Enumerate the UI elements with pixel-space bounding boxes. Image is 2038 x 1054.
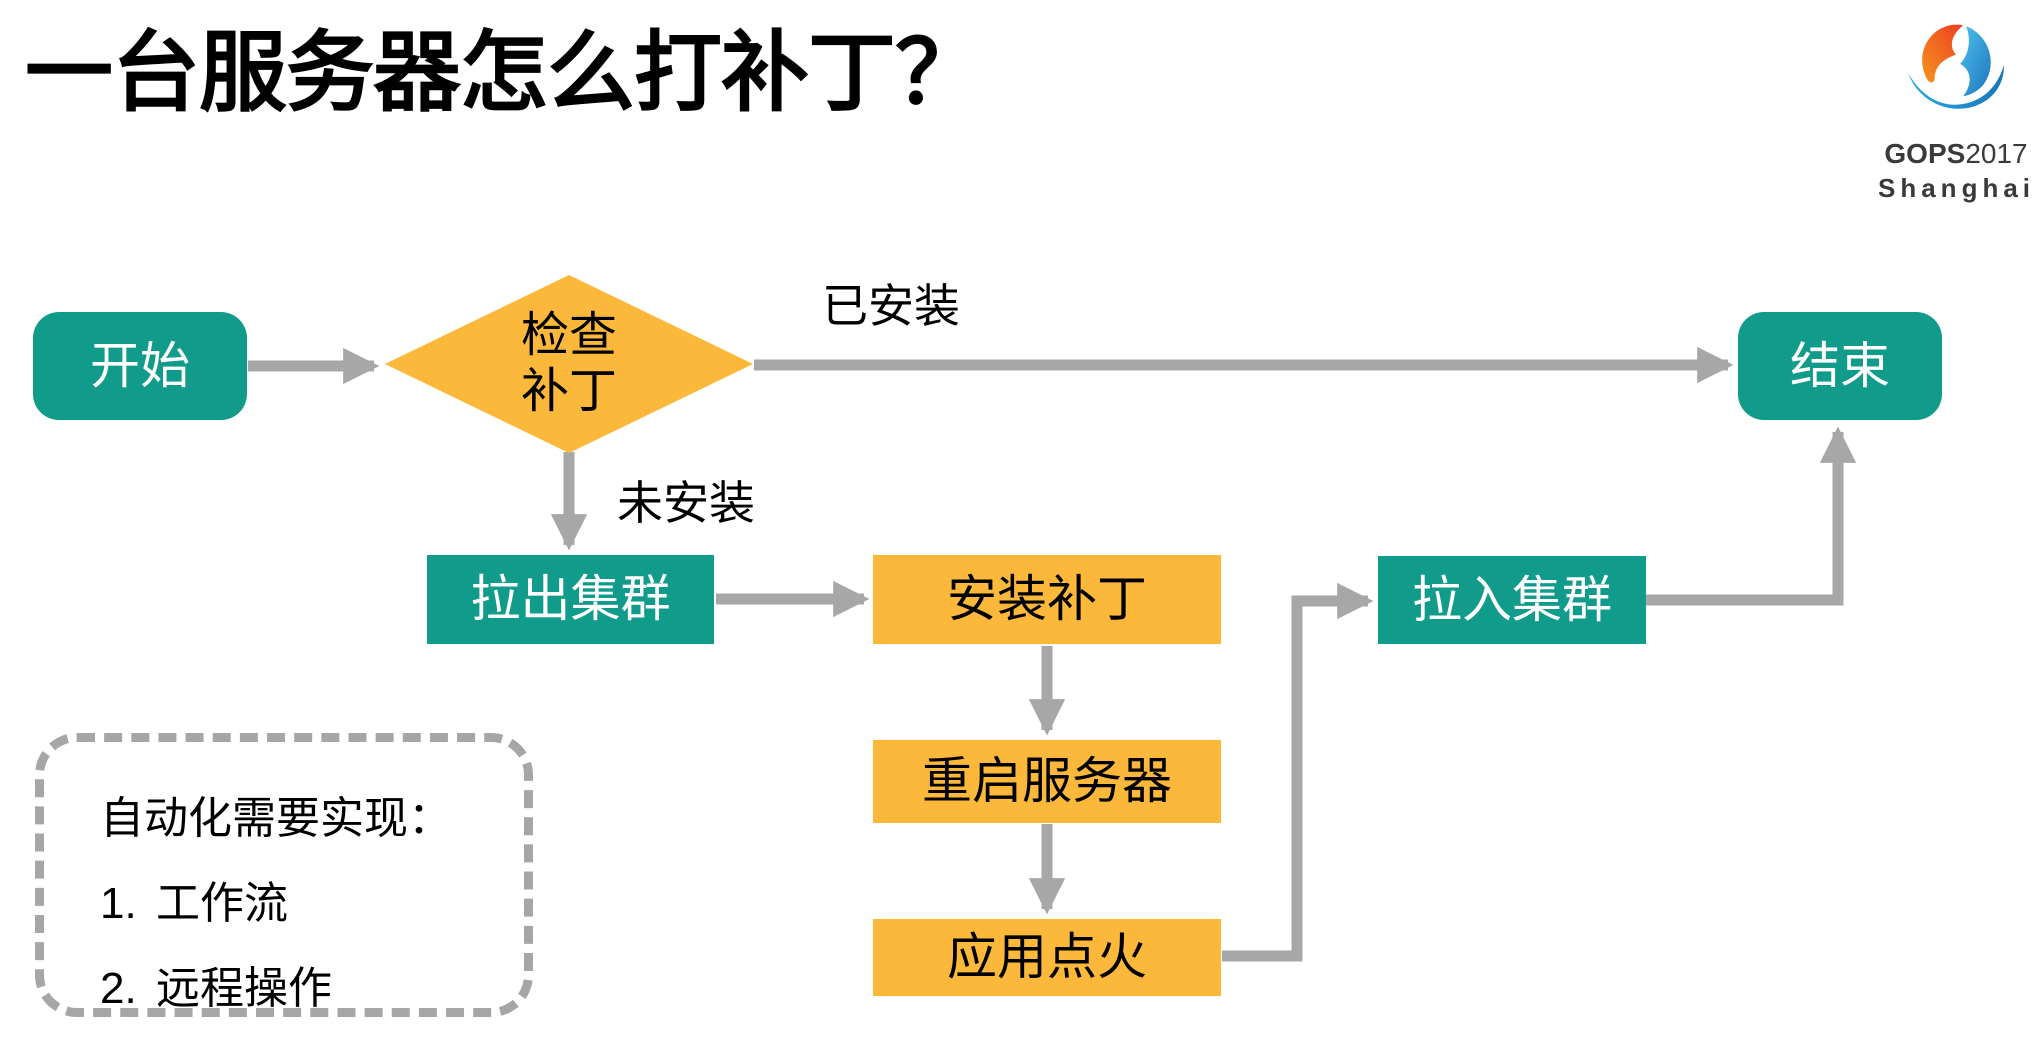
automation-note-item-1: 1. 工作流 bbox=[100, 867, 504, 931]
flow-node-check-patch: 检查 补丁 bbox=[385, 275, 753, 453]
flow-node-check-patch-line2: 补丁 bbox=[520, 365, 617, 418]
automation-note-item-1-number: 1. bbox=[100, 879, 137, 928]
flow-node-restart-label: 重启服务器 bbox=[922, 753, 1172, 809]
gops-logo: GOPS2017 Shanghai bbox=[1878, 6, 2034, 204]
automation-note-item-1-text: 工作流 bbox=[156, 879, 288, 928]
flow-node-restart-server: 重启服务器 bbox=[873, 740, 1221, 823]
flow-node-pull-out-cluster: 拉出集群 bbox=[427, 555, 714, 644]
flow-node-start: 开始 bbox=[33, 312, 247, 420]
automation-note-heading: 自动化需要实现： bbox=[100, 794, 452, 843]
page-title: 一台服务器怎么打补丁？ bbox=[25, 23, 983, 122]
flow-node-pull-in-cluster: 拉入集群 bbox=[1378, 556, 1646, 644]
flow-node-check-patch-line1: 检查 bbox=[520, 309, 617, 363]
flow-node-install-patch: 安装补丁 bbox=[873, 555, 1221, 644]
automation-note-item-2: 2. 远程操作 bbox=[100, 952, 504, 1016]
connector-pullin-to-end bbox=[1646, 426, 1857, 606]
logo-gops-text: GOPS bbox=[1884, 138, 1966, 169]
flow-node-pull-out-label: 拉出集群 bbox=[470, 571, 671, 627]
flow-node-ignite-label: 应用点火 bbox=[947, 929, 1147, 985]
gops-logo-icon bbox=[1908, 24, 2004, 109]
flow-node-end-label: 结束 bbox=[1790, 337, 1890, 394]
logo-gops2017-text: GOPS2017 bbox=[1878, 138, 2034, 170]
flow-node-app-ignite: 应用点火 bbox=[873, 919, 1221, 996]
automation-note-box: 自动化需要实现： 1. 工作流 2. 远程操作 bbox=[35, 733, 533, 1017]
logo-city-text: Shanghai bbox=[1878, 173, 2036, 203]
automation-note-item-2-number: 2. bbox=[100, 964, 137, 1013]
automation-note-item-2-text: 远程操作 bbox=[156, 964, 332, 1013]
flow-node-pull-in-label: 拉入集群 bbox=[1412, 571, 1612, 628]
edge-label-not-installed: 未安装 bbox=[617, 477, 755, 529]
flow-node-install-label: 安装补丁 bbox=[947, 571, 1147, 627]
flow-node-start-label: 开始 bbox=[90, 337, 190, 394]
edge-label-installed: 已安装 bbox=[822, 280, 960, 332]
connector-ignite-to-pullin bbox=[1222, 582, 1374, 962]
flow-node-end: 结束 bbox=[1738, 312, 1942, 420]
logo-year-text: 2017 bbox=[1965, 138, 2028, 169]
